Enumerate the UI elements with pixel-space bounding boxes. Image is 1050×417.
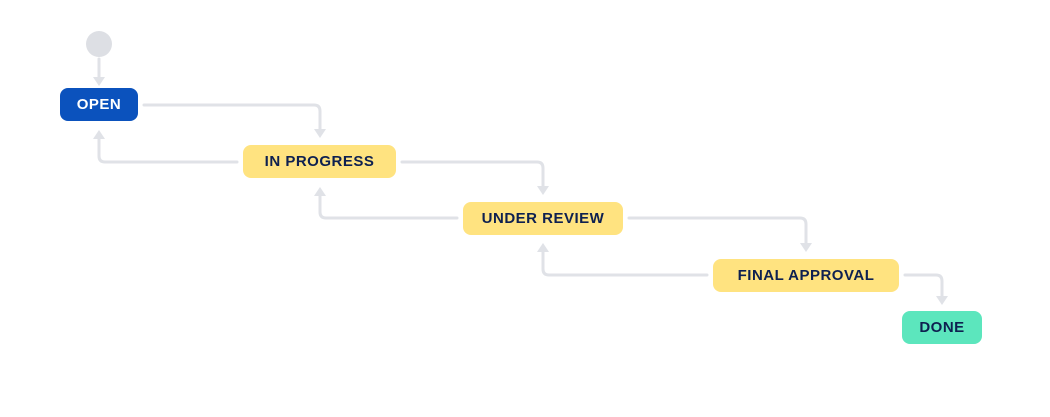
connector-line [142,103,322,131]
connector-line [97,137,239,164]
transition-start-to-open [93,57,105,86]
arrowhead [314,187,326,196]
transition-under-review-to-final-approval [627,216,812,252]
start-node-circle [86,31,112,57]
status-final-approval[interactable]: FINAL APPROVAL [713,259,899,292]
connector-line [318,194,459,220]
connector-line [400,160,545,188]
transition-final-approval-to-done [903,273,948,305]
arrowhead [537,243,549,252]
arrowhead [800,243,812,252]
status-open[interactable]: OPEN [60,88,138,121]
status-under-review[interactable]: UNDER REVIEW [463,202,623,235]
status-done[interactable]: DONE [902,311,982,344]
transition-in-progress-to-open [93,130,239,164]
connector-line [627,216,808,245]
connector-line [541,250,709,277]
arrowhead [314,129,326,138]
transition-final-approval-to-under-review [537,243,709,277]
arrowhead [93,77,105,86]
connector-line [903,273,944,298]
arrowhead [936,296,948,305]
status-in-progress[interactable]: IN PROGRESS [243,145,396,178]
transition-open-to-in-progress [142,103,326,138]
transition-under-review-to-in-progress [314,187,459,220]
transition-in-progress-to-under-review [400,160,549,195]
arrowhead [537,186,549,195]
arrowhead [93,130,105,139]
